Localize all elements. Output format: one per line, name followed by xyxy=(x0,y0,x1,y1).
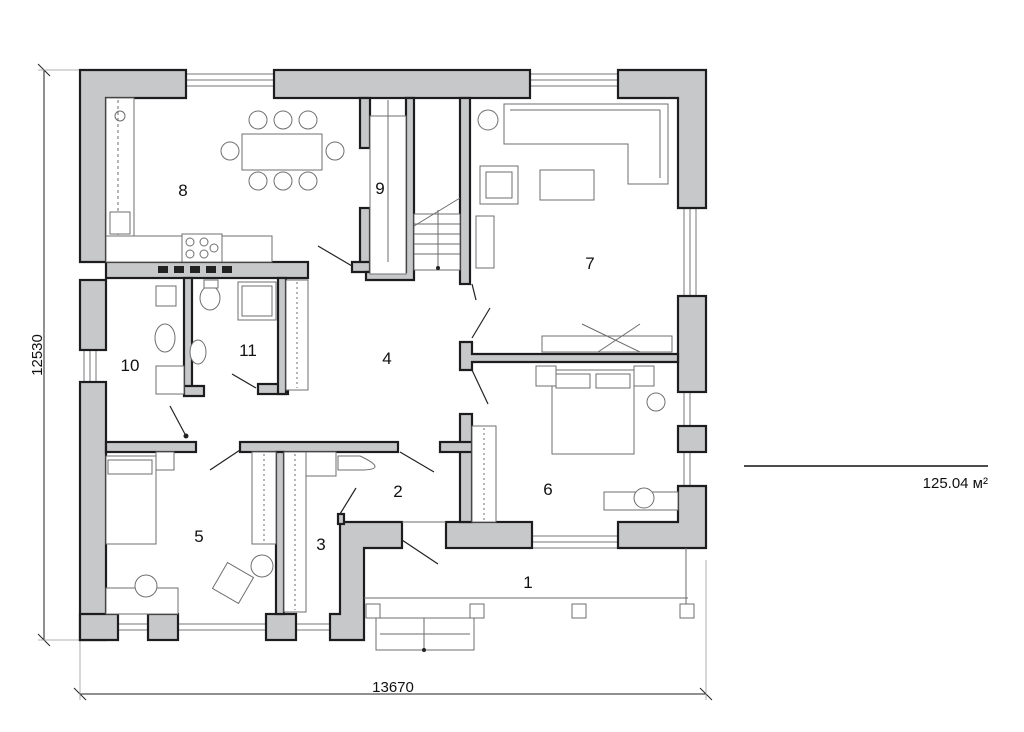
bedroom-5-furniture xyxy=(105,451,337,615)
room-label-11: 11 xyxy=(239,341,257,360)
room-label-6: 6 xyxy=(543,480,552,499)
room-label-3: 3 xyxy=(316,535,325,554)
kitchen-furniture xyxy=(105,97,345,273)
room-label-4: 4 xyxy=(382,349,391,368)
staircase xyxy=(369,100,461,275)
room-label-5: 5 xyxy=(194,527,203,546)
living-room-furniture xyxy=(475,103,673,353)
windows xyxy=(83,73,697,631)
bathroom-furniture xyxy=(154,279,309,395)
doors xyxy=(169,245,491,565)
height-dimension: 12530 xyxy=(29,334,46,376)
bedroom-6-furniture xyxy=(471,365,679,523)
width-dimension: 13670 xyxy=(372,679,414,696)
room-label-1: 1 xyxy=(523,573,532,592)
room-label-7: 7 xyxy=(585,254,594,273)
room-label-8: 8 xyxy=(178,181,187,200)
area-label: 125.04 м² xyxy=(923,475,988,492)
entrance-porch xyxy=(337,266,695,652)
room-label-10: 10 xyxy=(121,356,140,375)
room-label-2: 2 xyxy=(393,482,402,501)
dimension-lines xyxy=(37,63,713,701)
room-label-9: 9 xyxy=(375,179,384,198)
